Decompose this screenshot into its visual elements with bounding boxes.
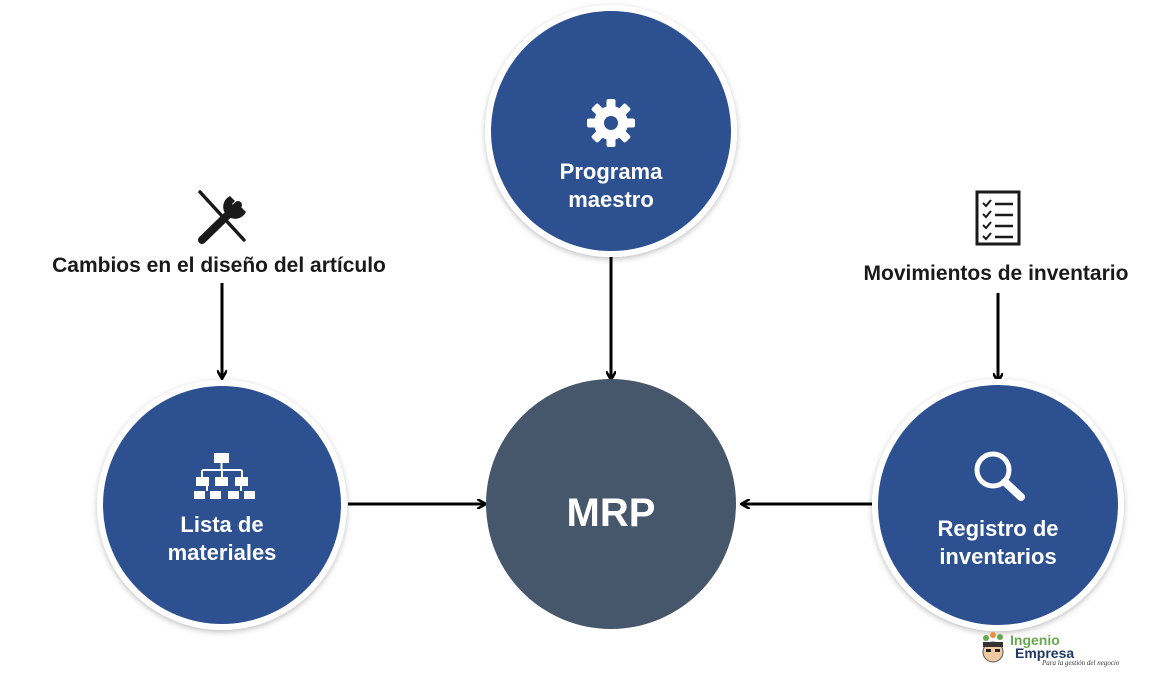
logo-line1: Ingenio (1010, 632, 1060, 648)
external-cambios-diseno: Cambios en el diseño del artículo (52, 190, 386, 277)
node-label-line: maestro (568, 187, 654, 212)
node-label-line: inventarios (939, 544, 1056, 569)
arrows (222, 254, 998, 504)
checklist-icon (975, 190, 1021, 246)
gear-icon (587, 99, 635, 147)
logo-line2: Empresa (1015, 645, 1074, 661)
node-label-line: Lista de (180, 512, 263, 537)
node-programa-maestro: Programa maestro (485, 5, 737, 257)
hierarchy-icon (194, 453, 255, 499)
tools-icon (198, 190, 246, 244)
logo-mascot-icon (982, 632, 1004, 663)
magnifier-icon (974, 451, 1025, 501)
external-movimientos-inventario: Movimientos de inventario (864, 190, 1129, 285)
node-lista-de-materiales: Lista de materiales (97, 380, 347, 630)
node-mrp: MRP (486, 379, 736, 629)
cambios-label: Cambios en el diseño del artículo (52, 254, 386, 277)
mrp-label: MRP (567, 491, 656, 535)
ingenio-empresa-logo: Ingenio Empresa Para la gestión del nego… (982, 632, 1120, 667)
node-label-line: Registro de (937, 516, 1058, 541)
node-label-line: Programa (560, 159, 663, 184)
node-label-line: materiales (168, 540, 277, 565)
node-registro-de-inventarios: Registro de inventarios (872, 379, 1124, 631)
movimientos-label: Movimientos de inventario (864, 262, 1129, 285)
logo-tagline: Para la gestión del negocio (1041, 659, 1120, 667)
